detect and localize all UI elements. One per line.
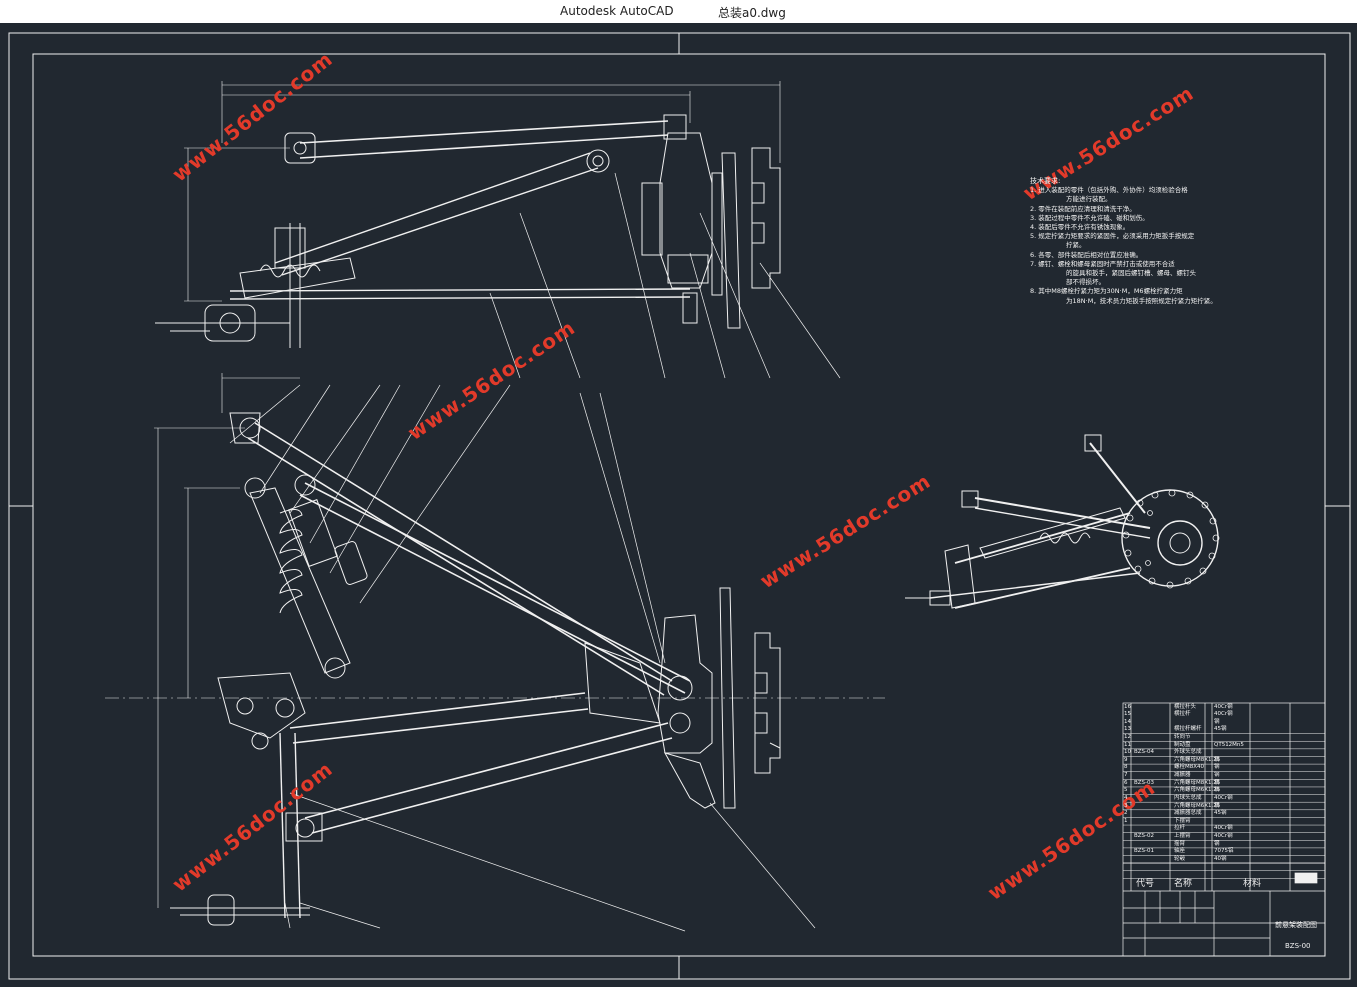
note-item: 8. 其中M8螺栓拧紧力矩为30N·M，M6螺栓拧紧力矩 [1030,287,1183,296]
bom-cell-no: 15 [1124,711,1131,718]
drawing-number: BZS-00 [1285,942,1311,950]
bom-cell-no: 6 [1124,779,1128,786]
note-item: 6. 各零、部件装配后相对位置应准确。 [1030,250,1143,259]
header-material: 材料 [1243,879,1262,889]
technical-requirements: 技术要求: 1. 进入装配的零件（包括外购、外协件）均须检验合格 方能进行装配。… [1030,177,1230,306]
bom-cell-material: 钢 [1214,787,1220,794]
window-title-bar: Autodesk AutoCAD 总装a0.dwg [0,0,1357,23]
bom-cell-material: 钢 [1214,756,1220,763]
bom-cell-name: 外球头总成 [1174,749,1202,756]
file-name: 总装a0.dwg [718,6,786,20]
bom-cell-no: 7 [1124,772,1128,779]
bom-cell-no: 11 [1124,741,1131,748]
bom-cell-material: 40Cr钢 [1214,833,1233,840]
bom-cell-code: BZS-04 [1134,749,1155,756]
note-item: 7. 螺钉、螺栓和螺母紧固时严禁打击或使用不合适 [1030,259,1175,268]
bom-cell-material: 45钢 [1214,726,1227,733]
note-item: 为18N·M，技术员力矩扳手按照规定拧紧力矩拧紧。 [1066,296,1217,305]
note-item: 3. 装配过程中零件不允许磕、碰和划伤。 [1030,213,1149,222]
bom-cell-name: 轴座 [1174,848,1186,855]
bom-cell-name: 六角螺母M8X1.25 [1174,756,1221,763]
bom-cell-name: 下摆臂 [1174,817,1191,824]
bom-cell-name: 减振器总成 [1174,810,1202,817]
bom-cell-name: 制动盘 [1174,741,1191,748]
note-item: 5. 规定拧紧力矩要求的紧固件，必须采用力矩扳手按规定 [1030,232,1195,241]
drawing-canvas[interactable]: www.56doc.com www.56doc.com www.56doc.co… [0,23,1357,987]
bom-cell-name: 横拉杆 [1174,711,1191,718]
bom-cell-name: 六角螺母M8X1.25 [1174,779,1221,786]
bom-cell-material: 钢 [1214,840,1220,847]
bom-cell-no: 13 [1124,726,1131,733]
bom-cell-name: 六角螺母M6X1.25 [1174,802,1221,809]
bom-cell-name: 横拉杆头 [1174,703,1197,710]
bom-cell-name: 轮毂 [1174,855,1186,862]
bom-cell-no: 4 [1124,794,1128,801]
bom-cell-no: 3 [1124,802,1128,809]
bom-cell-material: 45钢 [1214,810,1227,817]
note-item: 方能进行装配。 [1066,195,1112,204]
notes-heading: 技术要求: [1030,177,1061,185]
bom-cell-material: 40Cr钢 [1214,825,1233,832]
note-item: 1. 进入装配的零件（包括外购、外协件）均须检验合格 [1030,186,1188,195]
bom-cell-no: 9 [1124,756,1128,763]
bom-cell-name: 拉杆 [1174,825,1186,832]
bom-cell-material: 钢 [1214,718,1220,725]
note-item: 2. 零件在装配前应清理和清洗干净。 [1030,204,1136,213]
note-item: 4. 装配后零件不允许有锈蚀现象。 [1030,223,1130,232]
bom-cell-material: 钢 [1214,772,1220,779]
bom-cell-no: 16 [1124,703,1131,710]
bom-cell-no: 8 [1124,764,1128,771]
bom-cell-material: 钢 [1214,764,1220,771]
bom-cell-no: 14 [1124,718,1131,725]
bom-cell-name: 六角螺母M6X1.25 [1174,787,1221,794]
note-item: 的旋具和扳手，紧固后螺钉槽、螺母、螺钉头 [1066,269,1196,278]
note-item: 拧紧。 [1066,241,1086,250]
bom-cell-material: QT512Mn5 [1214,741,1244,748]
side-view [155,81,841,379]
bom-cell-no: 10 [1124,749,1131,756]
bom-cell-name: 摇臂 [1174,840,1186,847]
bom-cell-name: 螺栓M8X40 [1174,764,1205,771]
bom-cell-no: 12 [1124,733,1131,740]
note-item: 部不得损坏。 [1066,278,1105,287]
isometric-view [905,434,1220,609]
bom-cell-name: 内球头总成 [1174,794,1202,801]
bom-cell-no: 5 [1124,787,1128,794]
cad-drawing [8,32,1351,980]
bom-cell-code: BZS-01 [1134,848,1155,855]
front-view [105,373,885,932]
bom-cell-name: 横拉杆螺杆 [1174,726,1202,733]
app-title: Autodesk AutoCAD [560,4,674,18]
bom-cell-material: 钢 [1214,802,1220,809]
bom-cell-no: 2 [1124,810,1128,817]
header-name: 名称 [1174,879,1193,889]
drawing-title: 前悬架装配图 [1275,921,1317,929]
bom-cell-material: 40钢 [1214,855,1227,862]
bom-cell-name: 上摆臂 [1174,833,1191,840]
header-code: 代号 [1136,879,1155,889]
bom-cell-code: BZS-03 [1134,779,1155,786]
bom-cell-material: 钢 [1214,779,1220,786]
bom-cell-material: 40Cr钢 [1214,711,1233,718]
bom-cell-name: 转向节 [1174,733,1191,740]
bom-cell-material: 7075铝 [1214,848,1234,855]
bom-cell-material: 40Cr钢 [1214,703,1233,710]
bom-cell-no: 1 [1124,817,1128,824]
bom-cell-material: 40Cr钢 [1214,794,1233,801]
bom-cell-name: 减振器 [1174,772,1191,779]
bom-cell-code: BZS-02 [1134,833,1155,840]
